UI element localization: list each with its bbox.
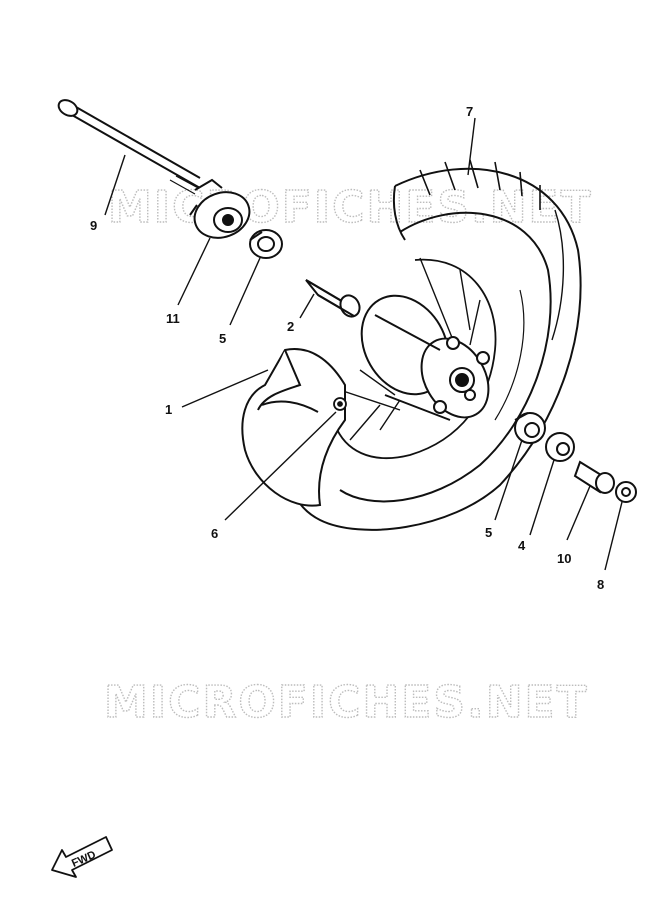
spacer — [305, 279, 361, 318]
fwd-arrow-icon: FWD — [51, 836, 113, 878]
callout-11: 11 — [166, 311, 180, 326]
callout-4: 4 — [518, 538, 526, 553]
fender-bolt — [333, 397, 347, 411]
watermark-top: MICROFICHES.NET — [108, 182, 593, 233]
bearing-left — [249, 229, 283, 259]
front-fender — [241, 348, 346, 507]
callout-6: 6 — [211, 526, 218, 541]
collar — [573, 460, 615, 494]
callout-10: 10 — [557, 551, 571, 566]
callout-9: 9 — [90, 218, 97, 233]
tire — [288, 159, 582, 531]
wheel-axle — [57, 99, 201, 195]
wheel-hub — [360, 294, 490, 421]
oil-seal — [545, 432, 575, 462]
callout-7: 7 — [466, 104, 473, 119]
speedometer-gear-unit — [189, 178, 251, 239]
callout-2: 2 — [287, 319, 294, 334]
watermark-bottom: MICROFICHES.NET — [104, 677, 589, 728]
bearing-right — [514, 412, 546, 444]
callout-1: 1 — [165, 402, 172, 417]
callouts: 9 11 5 2 1 6 7 5 4 10 8 — [90, 104, 604, 592]
leader-lines — [104, 117, 623, 571]
callout-5-left: 5 — [219, 331, 226, 346]
axle-nut — [615, 481, 637, 503]
callout-8: 8 — [597, 577, 604, 592]
callout-5-right: 5 — [485, 525, 492, 540]
